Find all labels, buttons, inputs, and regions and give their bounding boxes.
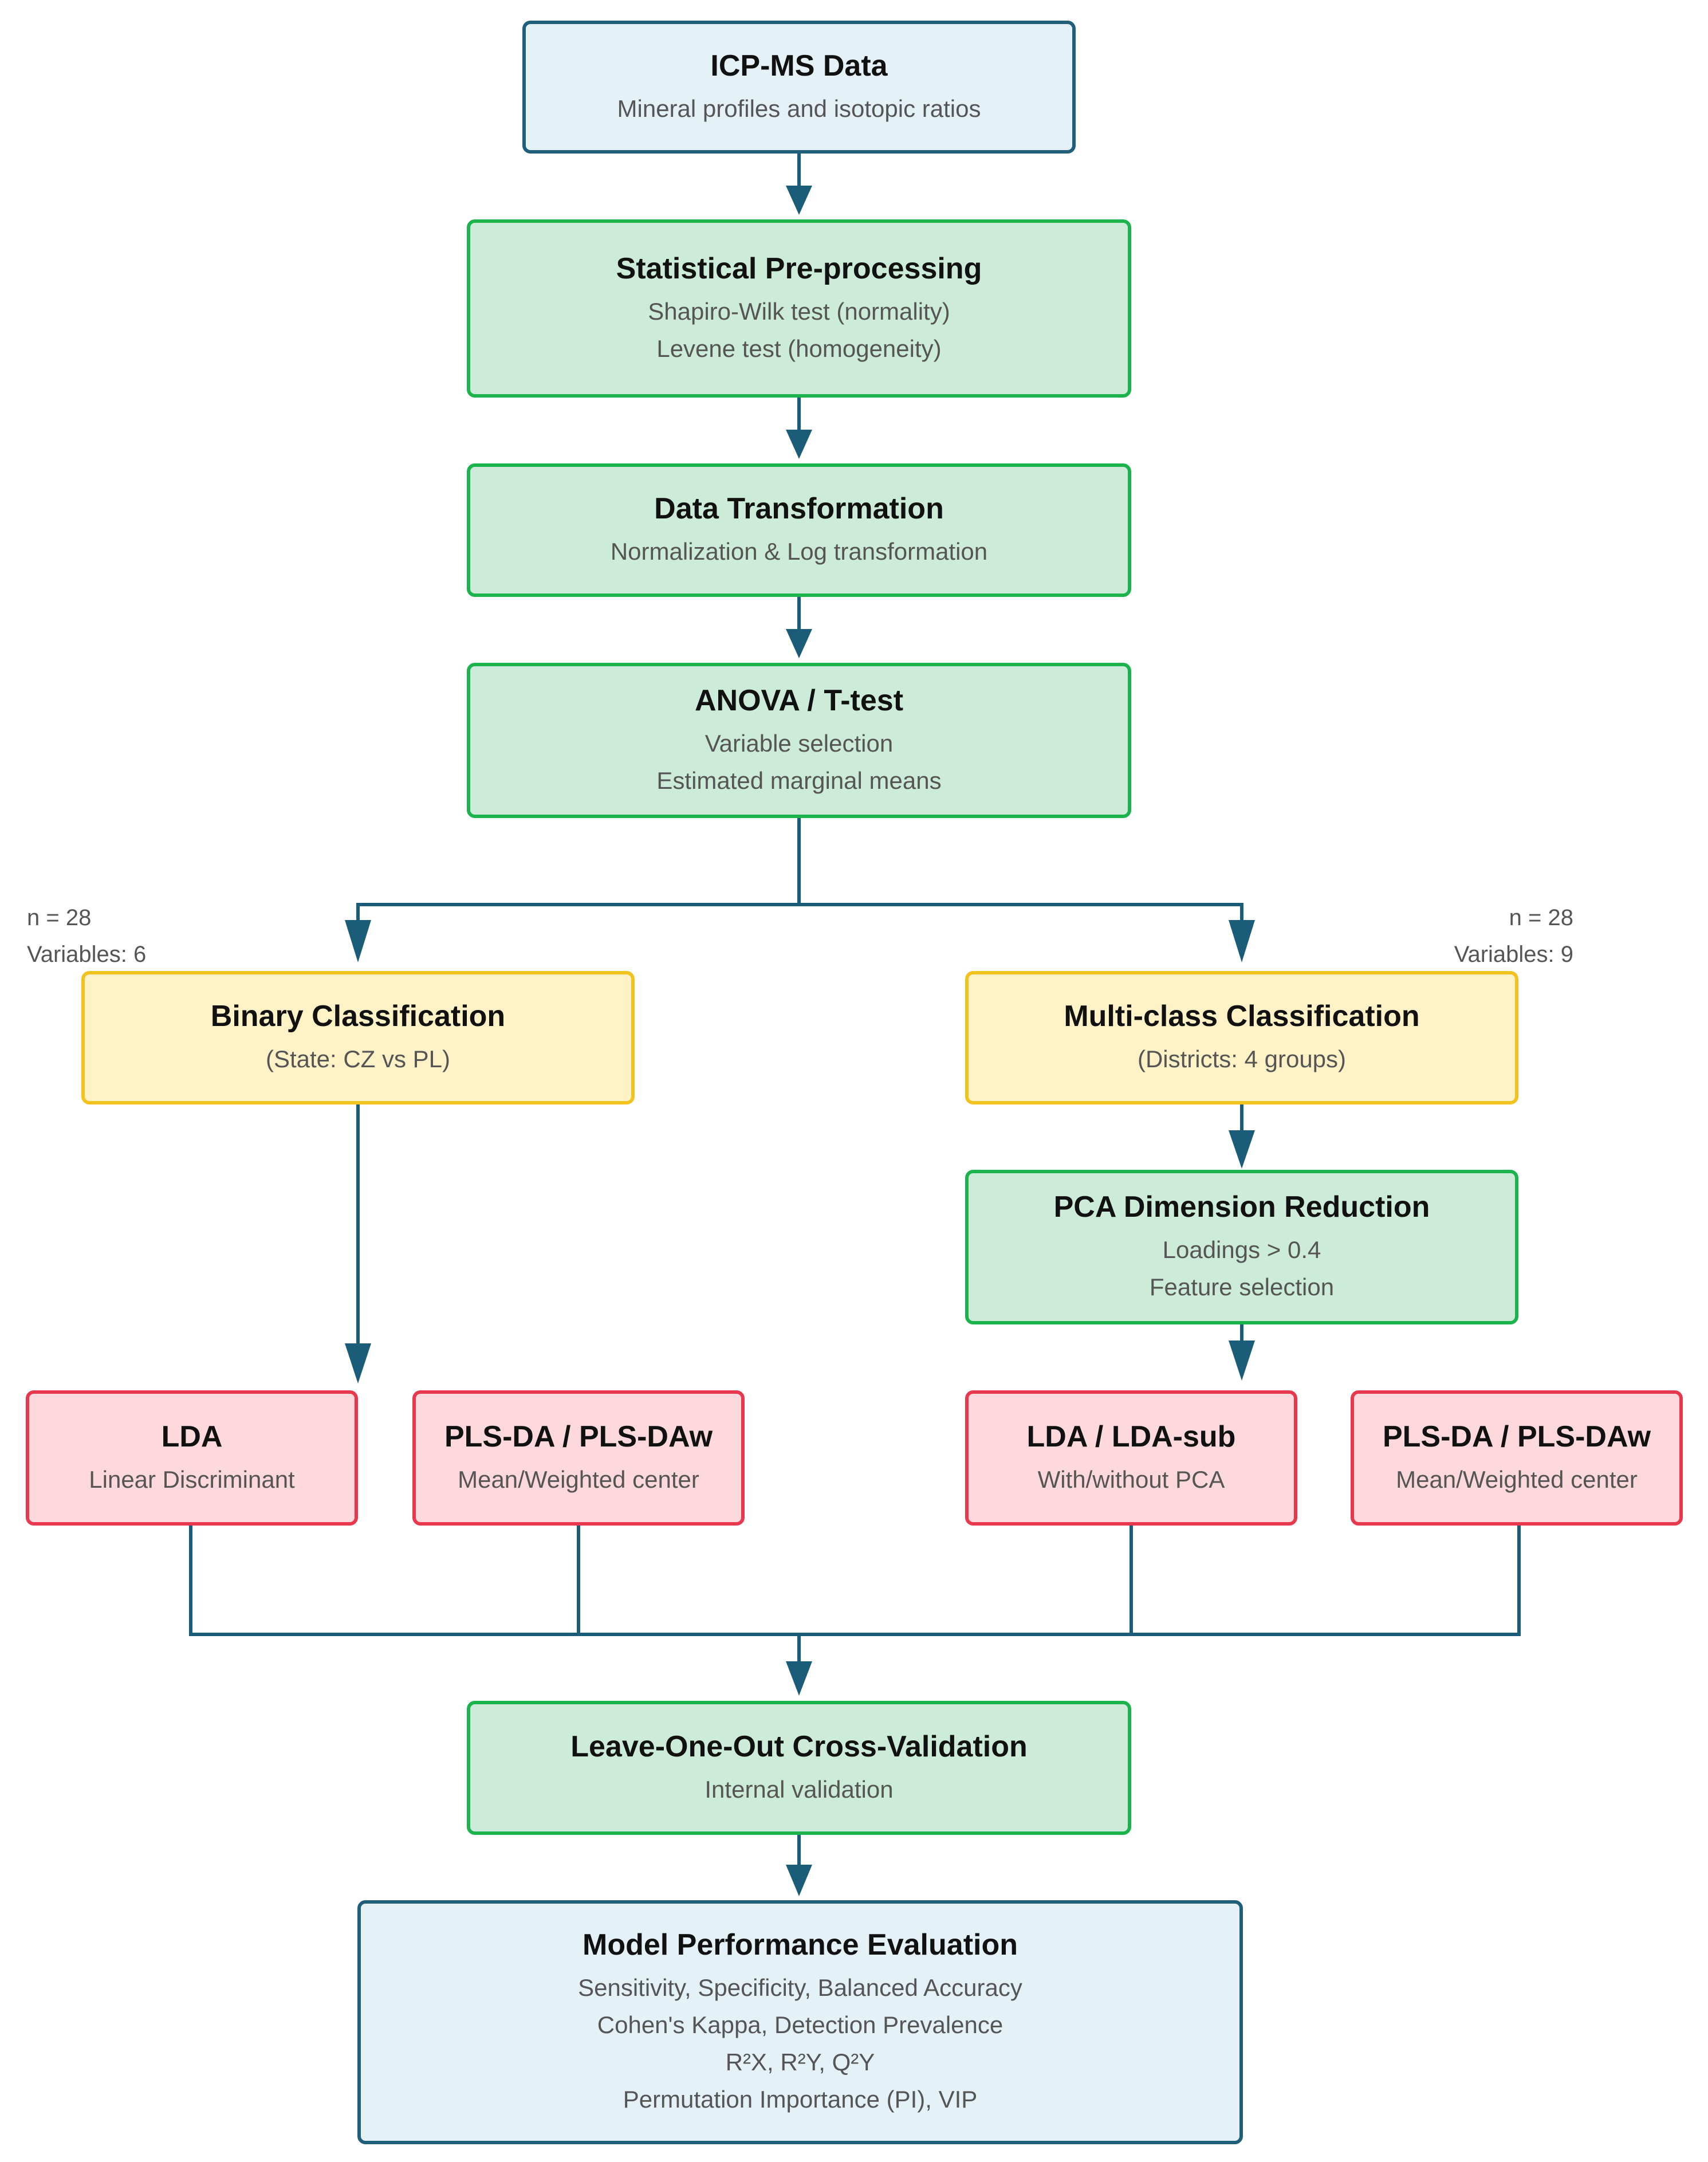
node-title: Data Transformation bbox=[654, 492, 944, 525]
node-loocv: Leave-One-Out Cross-Validation Internal … bbox=[467, 1701, 1131, 1835]
node-multiclass-classification: Multi-class Classification (Districts: 4… bbox=[965, 971, 1518, 1104]
node-detail: Linear Discriminant bbox=[89, 1465, 295, 1493]
node-anova-ttest: ANOVA / T-test Variable selection Estima… bbox=[467, 663, 1131, 818]
node-detail: R²X, R²Y, Q²Y bbox=[725, 2049, 875, 2075]
arrowhead-lda-sub bbox=[1229, 1341, 1255, 1381]
node-title: ICP-MS Data bbox=[710, 49, 888, 82]
arrowhead-binary bbox=[345, 920, 371, 962]
node-binary-classification: Binary Classification (State: CZ vs PL) bbox=[81, 971, 635, 1104]
node-pls-da-right: PLS-DA / PLS-DAw Mean/Weighted center bbox=[1351, 1390, 1683, 1526]
arrowhead-multi bbox=[1229, 920, 1255, 962]
connector-anova-split bbox=[356, 818, 801, 928]
node-data-transformation: Data Transformation Normalization & Log … bbox=[467, 463, 1131, 597]
arrowhead-eval bbox=[786, 1865, 812, 1896]
arrowhead-prep bbox=[786, 186, 812, 215]
node-statistical-preprocessing: Statistical Pre-processing Shapiro-Wilk … bbox=[467, 219, 1131, 398]
note-right-variables: Variables: 9 bbox=[1454, 942, 1573, 967]
node-lda: LDA Linear Discriminant bbox=[26, 1390, 358, 1526]
node-title: LDA / LDA-sub bbox=[1026, 1420, 1236, 1453]
node-title: Binary Classification bbox=[210, 1000, 506, 1033]
node-title: Leave-One-Out Cross-Validation bbox=[570, 1729, 1028, 1763]
node-detail: Shapiro-Wilk test (normality) bbox=[648, 297, 950, 325]
node-pls-da-left: PLS-DA / PLS-DAw Mean/Weighted center bbox=[412, 1390, 745, 1526]
node-title: ANOVA / T-test bbox=[694, 683, 904, 717]
node-detail: Normalization & Log transformation bbox=[610, 538, 988, 565]
node-detail: Variable selection bbox=[705, 729, 894, 757]
arrowhead-pca bbox=[1229, 1130, 1255, 1169]
node-detail: Feature selection bbox=[1149, 1273, 1335, 1300]
connector-models-merge bbox=[189, 1526, 1521, 1636]
note-left-n: n = 28 bbox=[27, 905, 92, 930]
node-title: Model Performance Evaluation bbox=[583, 1928, 1018, 1961]
note-left-variables: Variables: 6 bbox=[27, 942, 147, 967]
node-detail: Internal validation bbox=[705, 1775, 894, 1803]
node-detail: Mean/Weighted center bbox=[1396, 1465, 1638, 1493]
node-detail: Permutation Importance (PI), VIP bbox=[623, 2086, 978, 2113]
node-detail: Loadings > 0.4 bbox=[1162, 1236, 1321, 1263]
arrowhead-loocv bbox=[786, 1661, 812, 1696]
node-detail: (State: CZ vs PL) bbox=[265, 1045, 451, 1072]
node-title: PLS-DA / PLS-DAw bbox=[1382, 1420, 1651, 1453]
note-right-n: n = 28 bbox=[1509, 905, 1573, 930]
node-detail: Levene test (homogeneity) bbox=[656, 335, 942, 362]
node-title: PLS-DA / PLS-DAw bbox=[444, 1420, 713, 1453]
node-detail: Sensitivity, Specificity, Balanced Accur… bbox=[578, 1974, 1022, 2001]
node-detail: Estimated marginal means bbox=[656, 766, 942, 794]
node-title: Statistical Pre-processing bbox=[616, 251, 982, 285]
arrowhead-anova bbox=[786, 629, 812, 658]
node-model-performance-evaluation: Model Performance Evaluation Sensitivity… bbox=[357, 1900, 1243, 2144]
node-icp-ms-data: ICP-MS Data Mineral profiles and isotopi… bbox=[522, 21, 1076, 154]
node-detail: Cohen's Kappa, Detection Prevalence bbox=[597, 2011, 1003, 2038]
node-detail: Mineral profiles and isotopic ratios bbox=[617, 95, 981, 122]
node-title: Multi-class Classification bbox=[1064, 1000, 1420, 1033]
connector-anova-split-right bbox=[799, 903, 1243, 928]
node-lda-sub: LDA / LDA-sub With/without PCA bbox=[965, 1390, 1297, 1526]
node-detail: (Districts: 4 groups) bbox=[1137, 1045, 1347, 1072]
node-title: PCA Dimension Reduction bbox=[1053, 1190, 1430, 1224]
node-pca-dimension-reduction: PCA Dimension Reduction Loadings > 0.4 F… bbox=[965, 1170, 1518, 1324]
arrowhead-lda bbox=[345, 1343, 371, 1383]
node-detail: With/without PCA bbox=[1037, 1465, 1225, 1493]
node-title: LDA bbox=[161, 1420, 223, 1453]
arrowhead-transform bbox=[786, 430, 812, 459]
node-detail: Mean/Weighted center bbox=[458, 1465, 699, 1493]
